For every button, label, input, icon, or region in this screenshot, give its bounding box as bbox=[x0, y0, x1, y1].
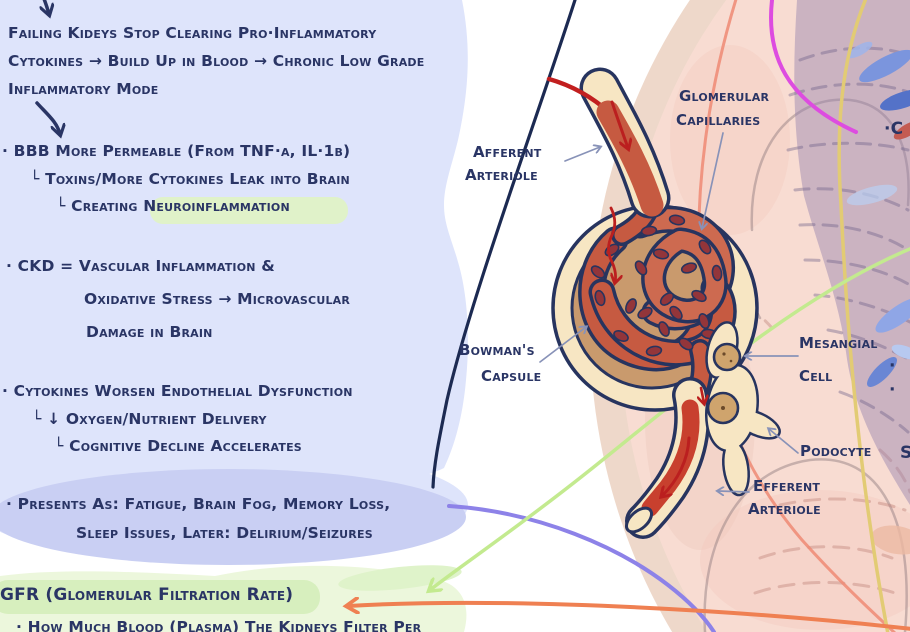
note-presents-line2: Sleep Issues, Later: Delirium/Seizures bbox=[76, 524, 373, 542]
note-inflammation-line2: Cytokines → Build Up in Blood → Chronic … bbox=[8, 52, 425, 70]
note-bbb-line3-prefix: └ Creating bbox=[56, 197, 144, 215]
glomerular-pointer bbox=[702, 132, 724, 228]
afferent-pointer bbox=[564, 147, 600, 162]
edge-fragment-dot1: · bbox=[889, 356, 896, 376]
glomerulus-illustration bbox=[546, 67, 781, 539]
connector-string-yellow bbox=[837, 0, 890, 632]
edge-fragment-dot2: · bbox=[889, 380, 896, 400]
neuroinflammation-highlight bbox=[150, 197, 348, 224]
note-cytokines-line1: · Cytokines Worsen Endothelial Dysfuncti… bbox=[2, 382, 353, 400]
note-ckd-line3: Damage in Brain bbox=[86, 323, 213, 341]
note-inflammation-line1: Failing Kideys Stop Clearing Pro·Inflamm… bbox=[8, 24, 377, 42]
label-afferent-line2: Arteriole bbox=[465, 166, 538, 184]
connector-string-magenta bbox=[769, 0, 858, 134]
note-bbb-line3-highlight: Neuroinflammation bbox=[143, 197, 290, 215]
label-afferent-line1: Afferent bbox=[473, 143, 542, 161]
green-arrow bbox=[430, 246, 910, 590]
note-inflammation-line3: Inflammatory Mode bbox=[8, 80, 159, 98]
gfr-heading: GFR (Glomerular Filtration Rate) bbox=[0, 585, 294, 605]
note-bbb-line1: · BBB More Permeable (From TNF·α, IL·1β) bbox=[2, 142, 351, 160]
label-podocyte: Podocyte bbox=[800, 442, 872, 460]
blood-flow-arrows bbox=[607, 206, 705, 403]
edge-fragment-s: S bbox=[900, 443, 910, 463]
note-blob-presents bbox=[0, 469, 466, 565]
red-blood-cells bbox=[590, 214, 723, 357]
label-bowmans-line2: Capsule bbox=[481, 367, 542, 385]
connector-string-purple bbox=[447, 504, 716, 632]
podocyte-pointer bbox=[769, 429, 799, 454]
orange-arrow bbox=[348, 603, 910, 631]
bowmans-pointer bbox=[539, 327, 586, 363]
label-mesangial-line2: Cell bbox=[799, 367, 833, 385]
down-arrow-mid bbox=[35, 101, 60, 134]
note-bbb-line2: └ Toxins/More Cytokines Leak into Brain bbox=[30, 170, 350, 188]
note-cytokines-line3: └ Cognitive Decline Accelerates bbox=[54, 437, 302, 455]
down-arrow-top bbox=[41, 0, 49, 14]
note-ckd-line1: · CKD = Vascular Inflammation & bbox=[6, 257, 275, 275]
label-bowmans-line1: Bowman's bbox=[459, 341, 535, 359]
label-efferent-line2: Arteriole bbox=[748, 500, 821, 518]
label-glomerular-line1: Glomerular bbox=[679, 87, 770, 105]
label-efferent-line1: Efferent bbox=[753, 477, 821, 495]
note-presents-line1: · Presents As: Fatigue, Brain Fog, Memor… bbox=[6, 495, 391, 513]
note-flow-arrows bbox=[35, 0, 60, 134]
connector-string-navy bbox=[431, 0, 577, 489]
efferent-pointer bbox=[718, 491, 750, 492]
mesangial-cell-body bbox=[712, 342, 742, 372]
note-blobs bbox=[0, 0, 468, 632]
label-pointers bbox=[539, 132, 799, 492]
note-cytokines-line2: └ ↓ Oxygen/Nutrient Delivery bbox=[32, 410, 267, 428]
note-blob-main bbox=[0, 0, 468, 490]
efferent-arteriole bbox=[624, 377, 711, 539]
podocyte-cell bbox=[705, 321, 781, 497]
label-mesangial-line1: Mesangial bbox=[799, 334, 878, 352]
edge-fragment-c: ·C bbox=[884, 119, 904, 139]
note-ckd-line2: Oxidative Stress → Microvascular bbox=[84, 290, 351, 308]
gfr-subline: · How Much Blood (Plasma) The Kidneys Fi… bbox=[16, 618, 422, 632]
label-glomerular-line2: Capillaries bbox=[676, 111, 761, 129]
note-bbb-line3: └ Creating Neuroinflammation bbox=[56, 197, 290, 216]
afferent-arteriole bbox=[546, 67, 671, 219]
gfr-pill bbox=[0, 580, 320, 614]
